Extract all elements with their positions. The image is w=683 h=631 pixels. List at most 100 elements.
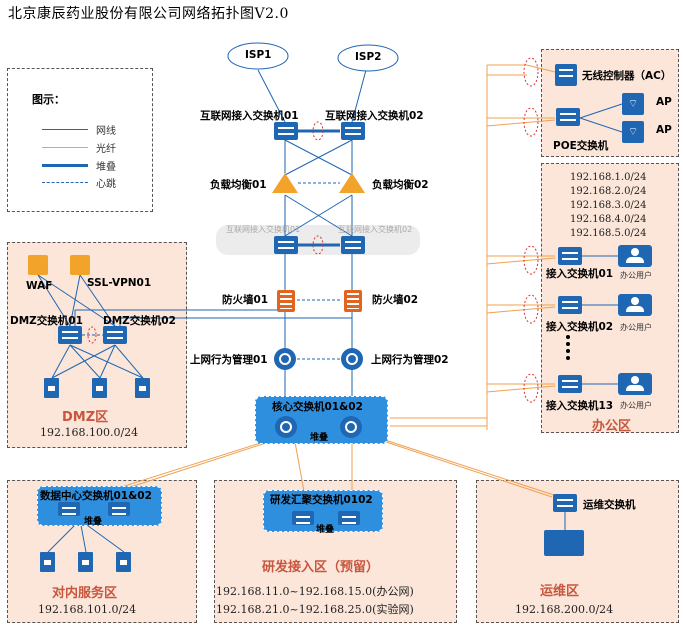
dc-switch2-icon[interactable] (108, 502, 130, 516)
internet-switch2-label: 互联网接入交换机02 (325, 110, 424, 122)
ssl-vpn-label: SSL-VPN01 (87, 277, 152, 289)
behavior-mgmt2-label: 上网行为管理02 (371, 354, 449, 366)
rd-zone-title: 研发接入区（预留） (262, 560, 380, 575)
dc-switch1-icon[interactable] (58, 502, 80, 516)
behavior-mgmt2-icon[interactable] (341, 348, 363, 370)
legend-line-fibre (42, 147, 88, 148)
dc-server2-icon[interactable] (78, 552, 93, 572)
firewall2-label: 防火墙02 (372, 294, 419, 306)
firewall1-label: 防火墙01 (222, 294, 269, 306)
access-switch1-icon[interactable] (558, 247, 582, 265)
access-switch2-label: 接入交换机02 (546, 321, 614, 333)
dmz-switch2-icon[interactable] (103, 326, 127, 344)
ssl-vpn-icon[interactable] (70, 255, 90, 275)
access-switch13-icon[interactable] (558, 375, 582, 393)
core-switch1-icon[interactable] (275, 416, 297, 438)
ops-switch-icon[interactable] (553, 494, 577, 512)
wireless-ac-label: 无线控制器（AC） (582, 70, 672, 82)
legend-line-stack (42, 164, 88, 167)
rd-switch-label: 研发汇聚交换机0102 (270, 494, 373, 506)
internet-switch1-label: 互联网接入交换机01 (200, 110, 299, 122)
ap1-label: AP (656, 96, 672, 108)
dc-zone-title: 对内服务区 (52, 586, 118, 601)
load-balancer2-label: 负载均衡02 (372, 179, 429, 191)
ap2-label: AP (656, 124, 672, 136)
dc-switch-stack[interactable] (37, 486, 162, 526)
dmz-server2-icon[interactable] (92, 378, 107, 398)
mirror-switch1-icon[interactable] (274, 236, 298, 254)
dmz-switch2-label: DMZ交换机02 (103, 315, 176, 327)
office-users1-label: 办公用户 (620, 271, 652, 280)
ops-workstation-icon[interactable] (544, 530, 584, 556)
core-switch-label: 核心交换机01&02 (272, 401, 363, 413)
legend-label-fibre: 光纤 (96, 144, 116, 155)
dc-network: 192.168.101.0/24 (38, 603, 137, 616)
load-balancer1-label: 负载均衡01 (210, 179, 267, 191)
ap1-icon[interactable]: ⌔ (622, 93, 644, 115)
waf-icon[interactable] (28, 255, 48, 275)
ap2-icon[interactable]: ⌔ (622, 121, 644, 143)
access-switch13-label: 接入交换机13 (546, 400, 614, 412)
behavior-mgmt1-label: 上网行为管理01 (190, 354, 268, 366)
office-users13-label: 办公用户 (620, 401, 652, 410)
office-net-5: 192.168.5.0/24 (570, 228, 647, 239)
dc-server3-icon[interactable] (116, 552, 131, 572)
legend-label-heartbeat: 心跳 (96, 179, 116, 190)
office-net-1: 192.168.1.0/24 (570, 172, 647, 183)
ops-switch-label: 运维交换机 (583, 499, 636, 511)
waf-label: WAF (26, 280, 53, 292)
isp2-label: ISP2 (355, 51, 382, 63)
access-switch2-icon[interactable] (558, 296, 582, 314)
mirror-switch2-icon[interactable] (341, 236, 365, 254)
poe-switch-icon[interactable] (556, 108, 580, 126)
office-ellipsis-dots (566, 335, 570, 360)
dmz-network: 192.168.100.0/24 (40, 426, 139, 439)
rd-stack-label: 堆叠 (316, 525, 335, 535)
rd-switch-stack[interactable] (263, 490, 383, 532)
mirror-switch1-label: 互联网接入交换机01 (226, 225, 301, 234)
core-switch2-icon[interactable] (340, 416, 362, 438)
office-net-3: 192.168.3.0/24 (570, 200, 647, 211)
mirror-switch2-label: 互联网接入交换机02 (338, 225, 413, 234)
office-users2-icon[interactable] (618, 294, 652, 316)
mirror-switch-band (216, 225, 420, 255)
rd-network-lab: 192.168.21.0~192.168.25.0(实验网) (216, 603, 414, 616)
dmz-switch1-label: DMZ交换机01 (10, 315, 83, 327)
poe-switch-label: POE交换机 (553, 140, 609, 152)
access-switch1-label: 接入交换机01 (546, 268, 614, 280)
wireless-ac-icon[interactable] (555, 64, 577, 86)
legend-line-cable (42, 129, 88, 130)
office-users13-icon[interactable] (618, 373, 652, 395)
dmz-zone (7, 242, 187, 448)
dmz-switch1-icon[interactable] (58, 326, 82, 344)
rd-switch1-icon[interactable] (292, 511, 314, 525)
office-net-2: 192.168.2.0/24 (570, 186, 647, 197)
load-balancer1-icon[interactable] (272, 173, 298, 193)
internet-switch2-icon[interactable] (341, 122, 365, 140)
legend-label-cable: 网线 (96, 126, 116, 137)
office-zone-title: 办公区 (592, 419, 632, 434)
load-balancer2-icon[interactable] (339, 173, 365, 193)
office-users2-label: 办公用户 (620, 323, 652, 332)
dmz-server1-icon[interactable] (44, 378, 59, 398)
legend-line-heartbeat (42, 182, 88, 183)
dmz-server3-icon[interactable] (135, 378, 150, 398)
dc-stack-label: 堆叠 (84, 517, 103, 527)
rd-switch2-icon[interactable] (338, 511, 360, 525)
firewall1-icon[interactable] (277, 290, 295, 312)
office-users1-icon[interactable] (618, 245, 652, 267)
dmz-zone-title: DMZ区 (62, 410, 109, 425)
office-net-4: 192.168.4.0/24 (570, 214, 647, 225)
legend-heading: 图示： (32, 93, 65, 106)
dc-server1-icon[interactable] (40, 552, 55, 572)
isp1-label: ISP1 (245, 49, 272, 61)
ops-zone-title: 运维区 (540, 584, 580, 599)
core-stack-label: 堆叠 (310, 433, 329, 443)
behavior-mgmt1-icon[interactable] (274, 348, 296, 370)
firewall2-icon[interactable] (344, 290, 362, 312)
diagram-title: 北京康辰药业股份有限公司网络拓扑图V2.0 (8, 6, 289, 22)
dc-switch-label: 数据中心交换机01&02 (40, 490, 152, 502)
ops-network: 192.168.200.0/24 (515, 603, 614, 616)
internet-switch1-icon[interactable] (274, 122, 298, 140)
